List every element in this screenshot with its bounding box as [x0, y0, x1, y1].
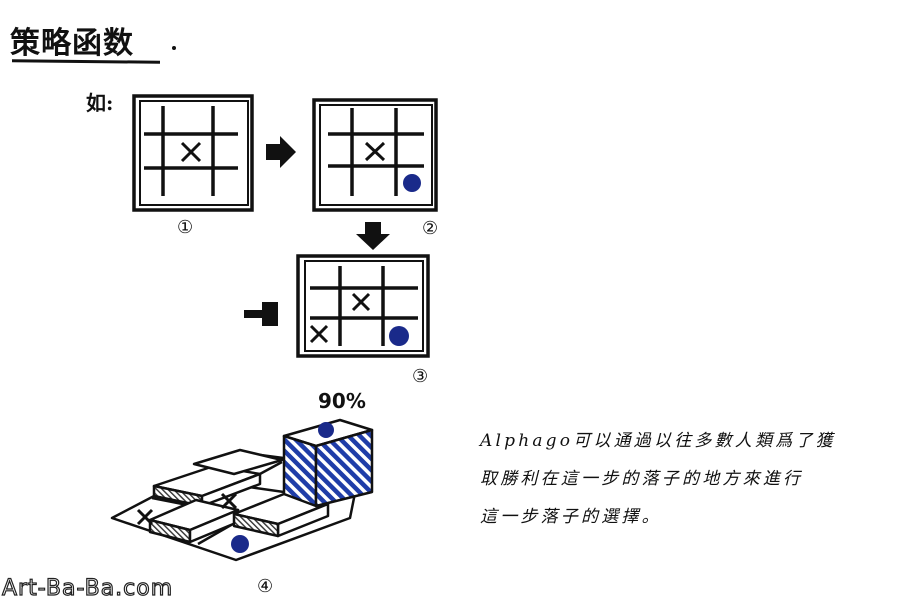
x-mark-icon	[351, 292, 371, 312]
x-mark-icon	[220, 492, 238, 510]
x-mark-icon	[364, 141, 386, 162]
step-number-1: ①	[177, 217, 193, 238]
o-stone-icon	[403, 174, 421, 192]
o-stone-icon	[231, 535, 249, 553]
o-stone-icon	[318, 422, 334, 438]
step-number-2: ②	[422, 218, 438, 239]
watermark: Art-Ba-Ba.com	[1, 575, 174, 601]
arrow-right-icon	[266, 136, 296, 168]
x-mark-icon	[309, 324, 329, 344]
x-mark-icon	[136, 508, 154, 526]
description: Alphago可以通過以往多數人類爲了獲 取勝利在這一步的落子的地方來進行 這一…	[480, 422, 895, 536]
page-title: 策略函数	[10, 26, 134, 61]
example-label: 如:	[86, 91, 114, 115]
board-step-2	[312, 98, 438, 212]
arrow-down-icon	[356, 222, 390, 250]
description-line-2: 取勝利在這一步的落子的地方來進行	[480, 469, 804, 489]
board-step-3	[296, 254, 430, 358]
description-line-1: Alphago可以通過以往多數人類爲了獲	[480, 431, 836, 451]
o-stone-icon	[389, 326, 409, 346]
board-step-1	[132, 94, 254, 212]
probability-label: 90%	[318, 389, 366, 413]
title-dot	[172, 46, 176, 50]
board-step-4-3d	[110, 418, 374, 562]
arrow-left-icon	[244, 302, 278, 326]
step-number-4: ④	[257, 576, 273, 597]
description-line-3: 這一步落子的選擇。	[480, 507, 662, 527]
step-number-3: ③	[412, 366, 428, 387]
x-mark-icon	[180, 141, 202, 163]
